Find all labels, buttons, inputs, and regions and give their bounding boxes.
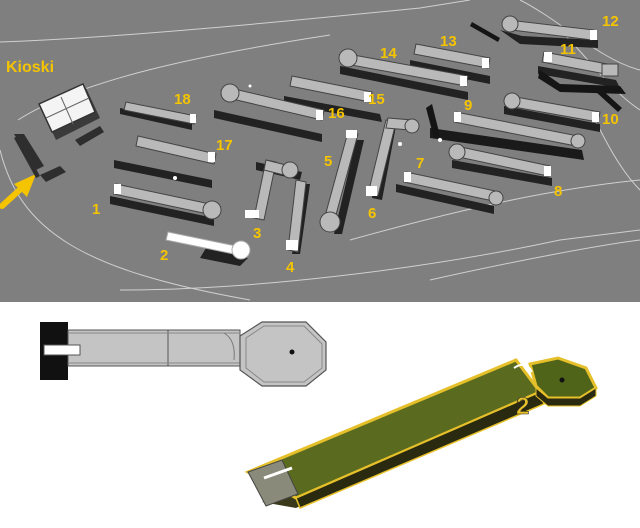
plan-green: [239, 321, 327, 387]
hole-6-lane: [366, 117, 420, 200]
hole-1-lane: [110, 176, 222, 226]
render-hole-number: 2: [516, 393, 529, 420]
hole-16-lane: [214, 83, 325, 142]
hole-12-lane: [500, 15, 598, 48]
hole-label-2: 2: [160, 247, 168, 264]
hole-label-9: 9: [464, 97, 472, 114]
hole-label-15: 15: [368, 91, 385, 108]
hole-label-13: 13: [440, 33, 457, 50]
hole-8-lane: [448, 143, 552, 186]
hole-15-lane: [284, 75, 382, 122]
hole-4-lane: [286, 179, 310, 254]
hole-2-lane: [165, 231, 251, 266]
separator-walls: [426, 22, 626, 138]
hole-5-lane: [319, 130, 364, 234]
hole-18-lane: [120, 101, 197, 130]
hole-label-4: 4: [286, 259, 295, 276]
plan-lane: [67, 329, 241, 367]
entrance-walls: [14, 126, 104, 182]
hole-label-1: 1: [92, 201, 100, 218]
hole-11-lane: [538, 51, 620, 88]
hole-plan-2d: [40, 321, 327, 387]
hole-label-3: 3: [253, 225, 261, 242]
hole-label-14: 14: [380, 45, 397, 62]
tee-pad: [43, 344, 81, 356]
hole-9-lane: [430, 111, 586, 160]
hole-label-12: 12: [602, 13, 619, 30]
hole-label-5: 5: [324, 153, 332, 170]
hole-label-8: 8: [554, 183, 562, 200]
render-cup: [559, 377, 565, 383]
hole-13-lane: [410, 43, 491, 84]
hole-label-16: 16: [328, 105, 345, 122]
hole-7-lane: [396, 171, 504, 214]
hole-label-18: 18: [174, 91, 191, 108]
hole-label-11: 11: [560, 41, 576, 58]
hole-label-17: 17: [216, 137, 233, 154]
plan-cup: [289, 349, 295, 355]
hole-14-lane: [338, 48, 469, 100]
hole-number-labels: 1 2 3 4 5 6 7 8 9 10 11 12 13 14 15 16 1…: [92, 13, 619, 276]
hole-label-6: 6: [368, 205, 376, 222]
hole-render-3d: 2: [244, 356, 598, 509]
entrance-arrow: [0, 174, 36, 209]
course-map: Kioski: [0, 0, 640, 302]
hole-10-lane: [503, 92, 601, 132]
kiosk-building: [38, 83, 100, 140]
hole-17-lane: [114, 135, 217, 188]
hole-label-7: 7: [416, 155, 424, 172]
hole-label-10: 10: [602, 111, 619, 128]
hole-lanes: [110, 15, 626, 266]
kiosk-label: Kioski: [6, 59, 54, 76]
hole-3-lane: [245, 159, 302, 221]
